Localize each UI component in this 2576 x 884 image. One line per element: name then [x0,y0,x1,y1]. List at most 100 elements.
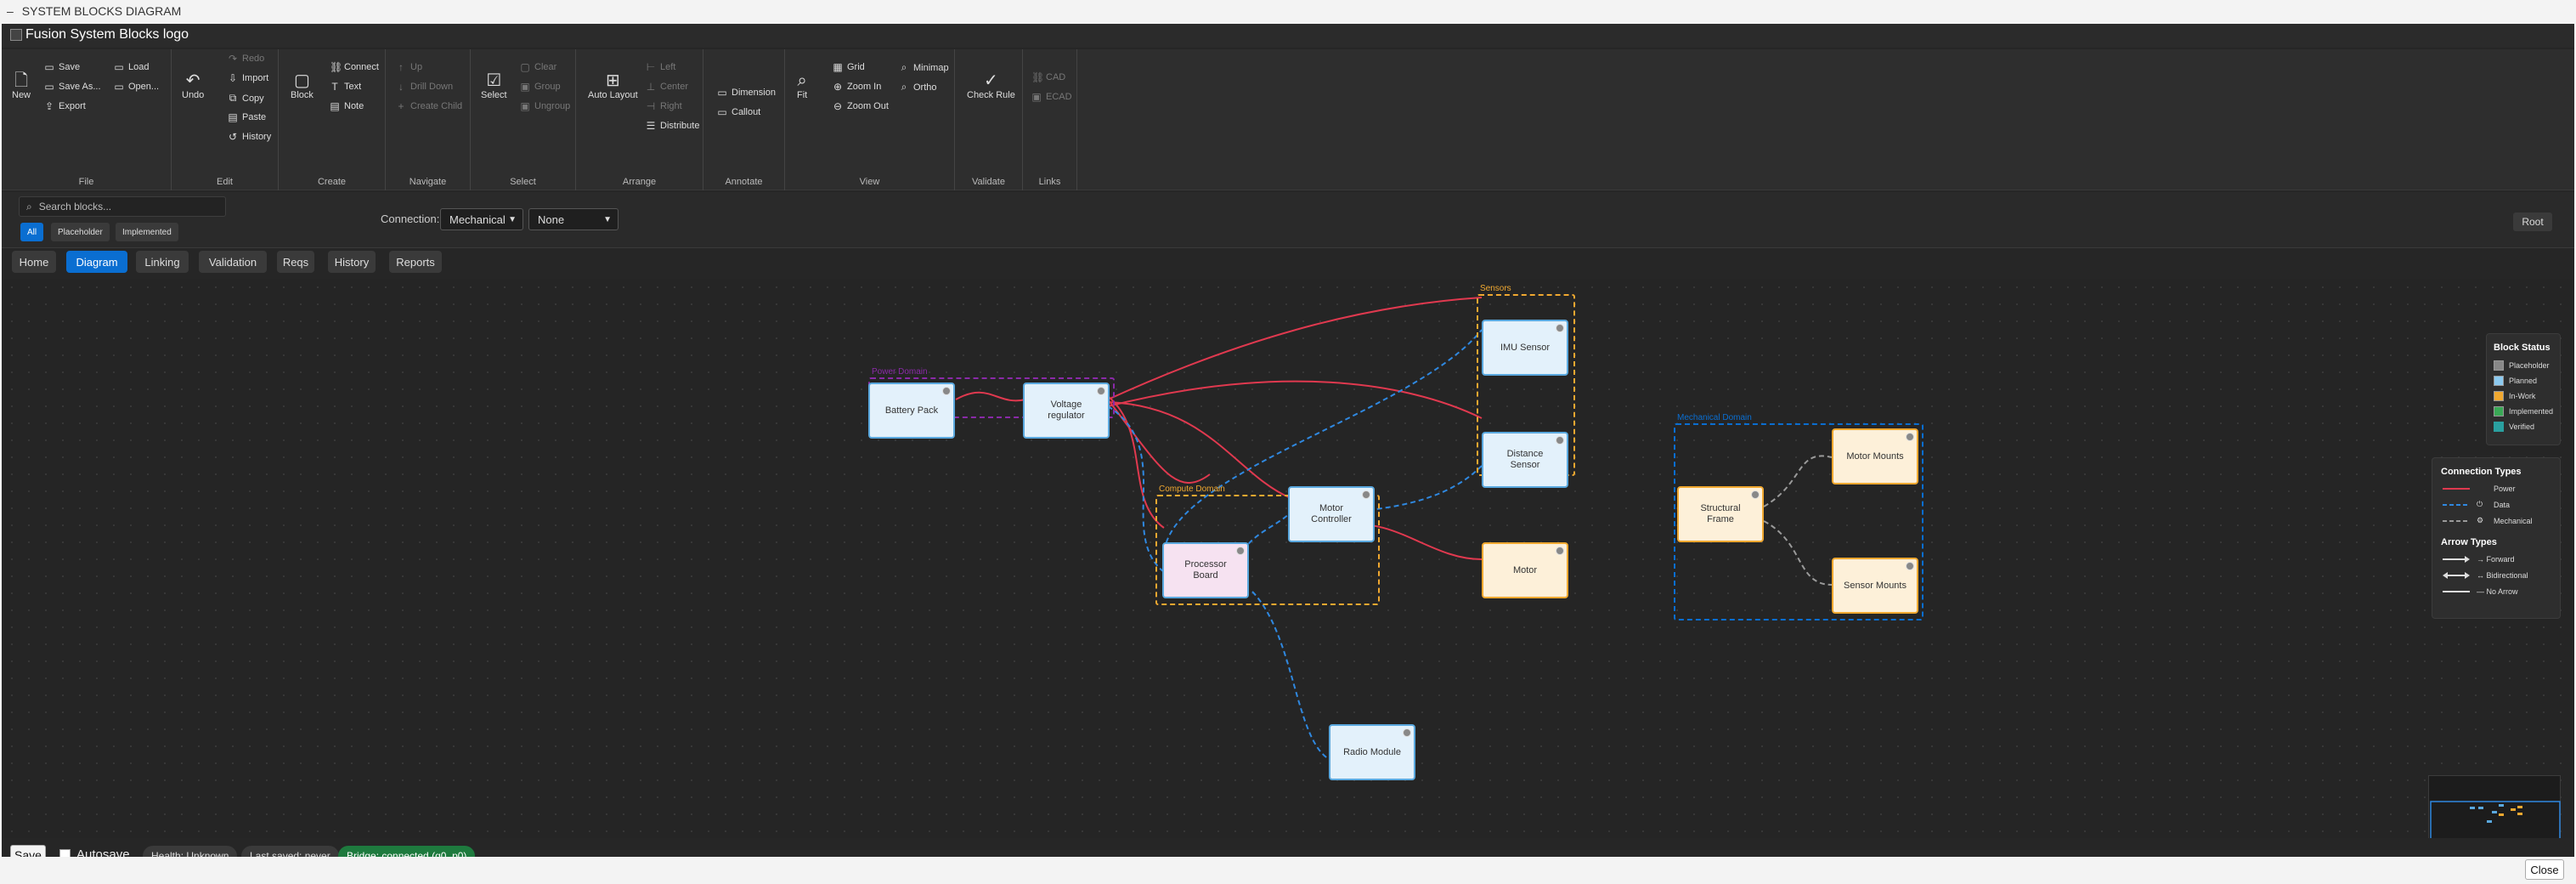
power-link[interactable] [955,391,1026,402]
dialog-footer: Close [0,857,2576,884]
block-radio-module[interactable]: Radio Module [1329,724,1415,780]
ortho-button[interactable]: ⌕Ortho [899,81,937,94]
filter-all-button[interactable]: All [20,223,44,241]
zoom-out-button[interactable]: ⊖Zoom Out [833,100,889,112]
copy-button[interactable]: ⧉Copy [229,92,264,104]
block-battery-pack[interactable]: Battery Pack [868,382,955,439]
connection-secondary-select[interactable]: None▼ [528,208,619,230]
data-link[interactable] [1251,591,1330,760]
filter-placeholder-button[interactable]: Placeholder [51,223,110,241]
undo-icon: ↶ [185,71,201,90]
data-link[interactable] [1107,405,1165,573]
fit-button[interactable]: ⌕Fit [797,71,808,100]
drill-down-button[interactable]: ↓Drill Down [396,81,453,93]
block-sensor-mounts[interactable]: Sensor Mounts [1832,558,1918,614]
mechanical-link[interactable] [1763,520,1833,586]
minimap-icon: ⌕ [901,61,907,73]
status-indicator[interactable] [1751,490,1760,499]
status-indicator[interactable] [1556,324,1564,332]
power-link[interactable] [1107,395,1165,529]
block-motor-mounts[interactable]: Motor Mounts [1832,428,1918,484]
group-button[interactable]: ▣Group [520,81,561,93]
power-link[interactable] [1107,380,1483,419]
tab-validation[interactable]: Validation [199,251,267,273]
distribute-button[interactable]: ☰Distribute [646,120,700,132]
block-motor[interactable]: Motor [1482,542,1568,598]
align-center-button[interactable]: ⊥Center [646,81,689,93]
align-left-button[interactable]: ⊢Left [646,61,676,73]
ribbon-group-edit: ↶Undo ↷Redo ⇩Import ⧉Copy ▤Paste ↺Histor… [172,49,279,190]
tab-linking[interactable]: Linking [136,251,189,273]
minimap[interactable] [2428,775,2561,838]
callout-button[interactable]: ▭Callout [717,106,761,118]
diagram-canvas[interactable]: Power Domain Compute Domain Sensors Mech… [3,279,2573,838]
export-button[interactable]: ⇪Export [44,100,86,112]
root-button[interactable]: Root [2513,212,2552,231]
create-child-button[interactable]: +Create Child [396,100,462,112]
up-button[interactable]: ↑Up [396,61,422,73]
check-rule-button[interactable]: ✓Check Rule [967,71,1015,100]
block-structural-frame[interactable]: Structural Frame [1677,486,1764,542]
close-button[interactable]: Close [2525,859,2564,880]
status-indicator[interactable] [942,387,951,395]
status-indicator[interactable] [1097,387,1105,395]
select-button[interactable]: ☑Select [481,71,507,100]
align-right-button[interactable]: ⊣Right [646,100,682,112]
history-button[interactable]: ↺History [228,131,272,143]
redo-button[interactable]: ↷Redo [228,53,265,65]
grid-button[interactable]: ▦Grid [833,61,865,73]
block-processor-board[interactable]: Processor Board [1162,542,1249,598]
connection-type-select[interactable]: Mechanical▼ [440,208,523,230]
save-as-button[interactable]: ▭Save As... [44,81,101,93]
power-link[interactable] [1107,399,1211,484]
load-button[interactable]: ▭Load [114,61,150,73]
block-imu-sensor[interactable]: IMU Sensor [1482,320,1568,376]
status-indicator[interactable] [1906,562,1914,570]
status-indicator[interactable] [1236,547,1245,555]
undo-button[interactable]: ↶Undo [182,71,205,100]
power-link[interactable] [1107,297,1483,400]
data-link[interactable] [1243,512,1291,552]
clear-button[interactable]: ▢Clear [520,61,557,73]
ungroup-button[interactable]: ▣Ungroup [520,100,571,112]
tab-diagram[interactable]: Diagram [66,251,127,273]
status-indicator[interactable] [1906,433,1914,441]
paste-button[interactable]: ▤Paste [228,111,267,123]
power-link[interactable] [1107,401,1291,499]
status-indicator[interactable] [1556,547,1564,555]
search-toolbar: ⌕ Search blocks... All Placeholder Imple… [2,192,2574,248]
cad-link-button[interactable]: ⛓CAD [1031,71,1066,83]
block-button[interactable]: ▢Block [291,71,314,100]
zoom-in-button[interactable]: ⊕Zoom In [833,81,882,93]
filter-implemented-button[interactable]: Implemented [116,223,178,241]
import-button[interactable]: ⇩Import [228,72,269,84]
note-button[interactable]: ▤Note [330,100,364,112]
mechanical-domain-group[interactable]: Mechanical Domain [1674,413,1924,620]
block-motor-controller[interactable]: Motor Controller [1288,486,1375,542]
block-voltage-regulator[interactable]: Voltage regulator [1023,382,1110,439]
connect-button[interactable]: ⛓Connect [330,61,379,73]
status-indicator[interactable] [1403,728,1411,737]
tab-history[interactable]: History [328,251,376,273]
mechanical-link[interactable] [1763,455,1833,507]
minimap-button[interactable]: ⌕Minimap [899,61,949,74]
data-link[interactable] [1162,329,1483,560]
tab-reports[interactable]: Reports [389,251,442,273]
group-label-view: View [859,177,880,187]
window-menu-icon[interactable]: – [7,4,14,18]
legend-item: — No Arrow [2443,586,2518,596]
tab-home[interactable]: Home [12,251,56,273]
dimension-button[interactable]: ▭Dimension [717,87,776,99]
tab-reqs[interactable]: Reqs [277,251,314,273]
ecad-link-button[interactable]: ▣ECAD [1031,91,1072,103]
block-distance-sensor[interactable]: Distance Sensor [1482,432,1568,488]
new-button[interactable]: 🗋New [12,71,31,100]
compute-domain-group[interactable]: Compute Domain [1155,484,1380,605]
open-button[interactable]: ▭Open... [114,81,160,93]
auto-layout-button[interactable]: ⊞Auto Layout [588,71,638,100]
status-indicator[interactable] [1556,436,1564,445]
search-input[interactable]: ⌕ Search blocks... [19,196,226,217]
status-indicator[interactable] [1362,490,1370,499]
save-button[interactable]: ▭Save [44,61,81,73]
